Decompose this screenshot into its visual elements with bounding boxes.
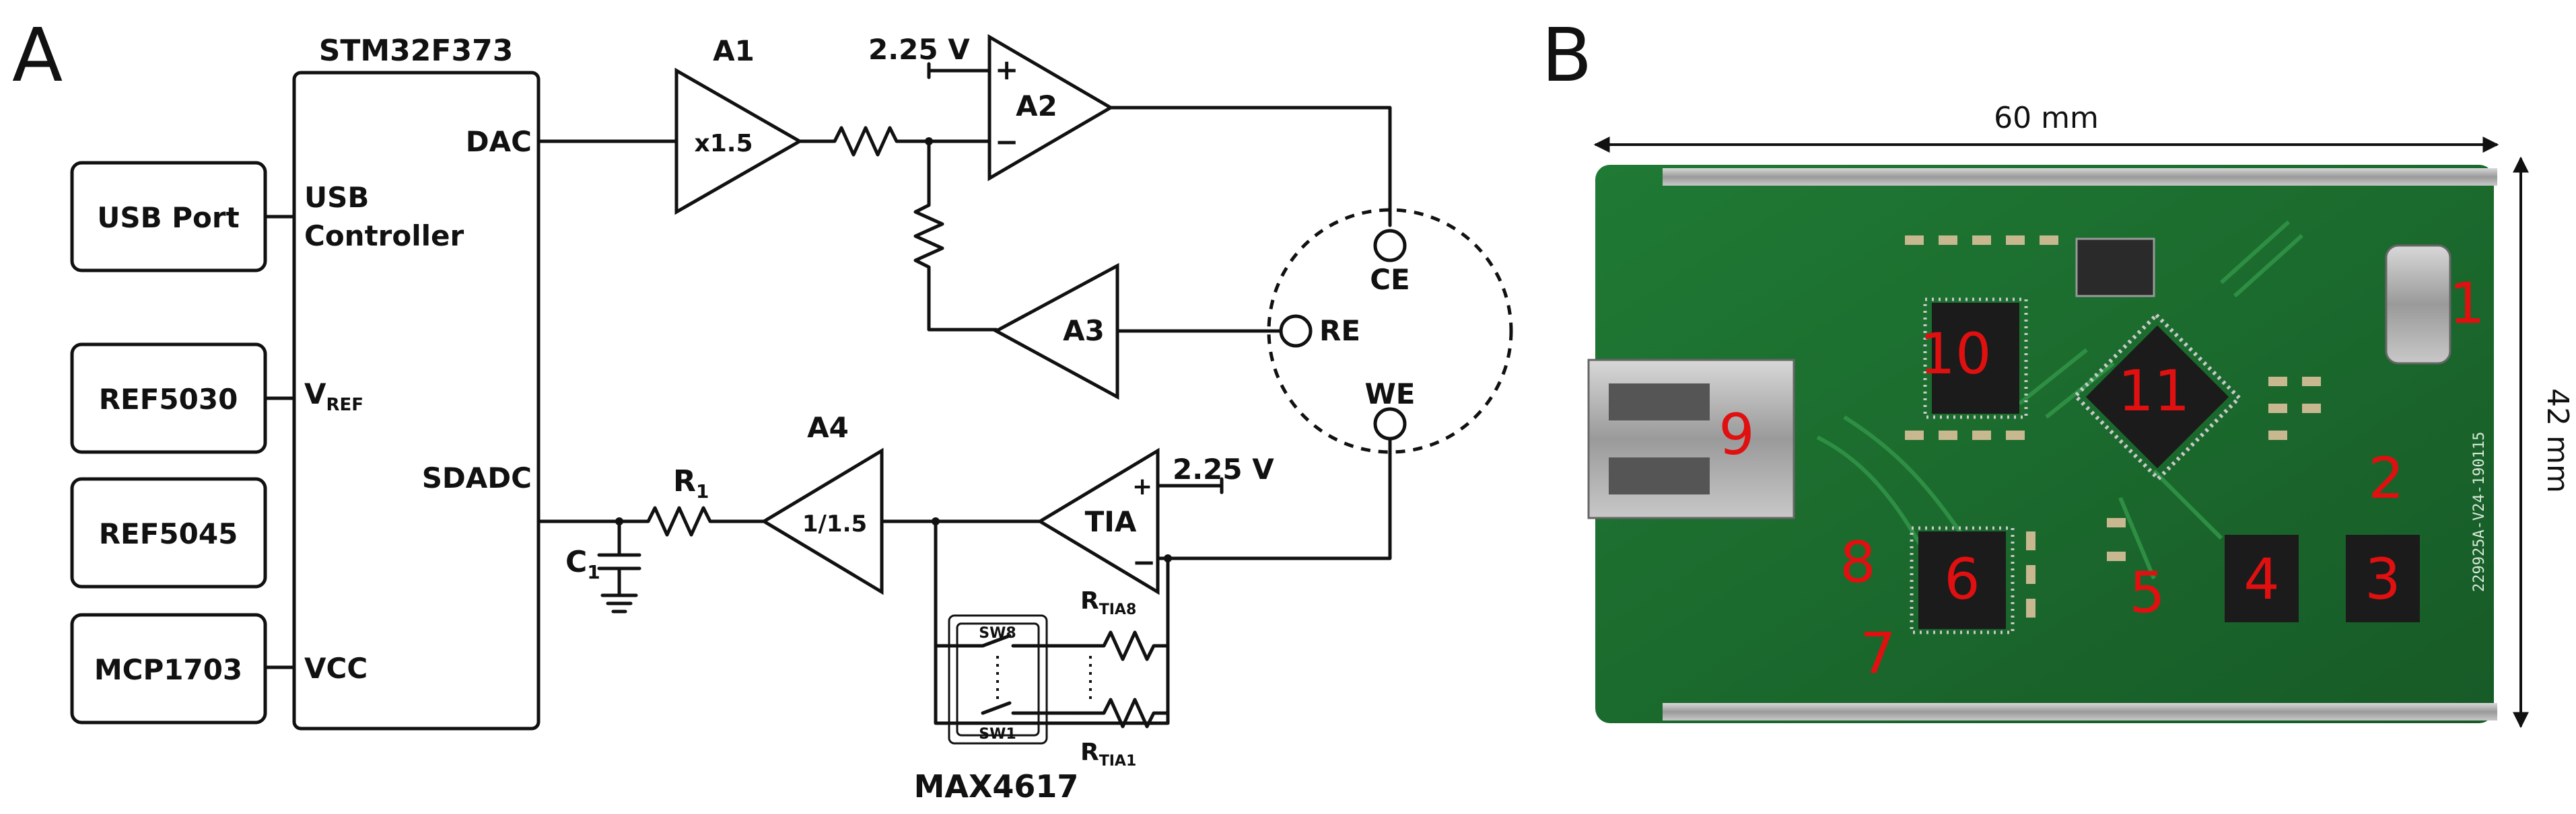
usb-a-slot-top [1609,383,1710,420]
ce-wire [1109,106,1392,227]
chip-6-pins [1910,526,2015,634]
amp-tia-plus: + [1132,473,1152,501]
usb-a-slot-bottom [1609,457,1710,494]
passive-components [1905,235,2321,618]
node-tia-out [932,517,940,525]
marker-3: 3 [2365,546,2400,612]
silkscreen-serial: 229925A-V24-190115 [2471,432,2488,592]
marker-6: 6 [1944,546,1980,612]
rtia1-label: RTIA1 [1080,739,1136,770]
capacitor-c1 [597,519,641,614]
pin-vref: VREF [304,377,363,415]
mcp1703-label: MCP1703 [94,653,242,686]
pin-vcc: VCC [304,652,368,685]
resistor-input-a2 [798,126,991,157]
inductor [2075,237,2155,297]
marker-11: 11 [2118,358,2190,424]
switch-sw1-label: SW1 [979,726,1016,743]
electrode-re [1279,314,1313,348]
chip-3 [2346,535,2420,622]
a2-ref-voltage: 2.25 V [868,33,970,66]
mux-label: MAX4617 [914,768,1079,805]
amp-a1 [674,67,804,215]
panel-b-letter: B [1541,12,1592,98]
electrode-we [1373,407,1407,441]
marker-8: 8 [1840,529,1875,595]
tia-feedback-loop [934,519,1170,725]
marker-7: 7 [1860,620,1895,686]
amp-a4-label: A4 [807,411,849,444]
marker-2: 2 [2368,445,2404,511]
electrode-ce [1373,229,1407,262]
amp-a2-label: A2 [1016,89,1057,122]
pin-usb-line1: USB [304,181,369,214]
electrode-re-label: RE [1319,314,1360,347]
mux-inner-box [956,622,1040,737]
mcu-title: STM32F373 [319,34,514,68]
electrochemical-cell [1267,208,1513,454]
marker-10: 10 [1920,321,1992,387]
electrode-we-label: WE [1364,377,1415,410]
height-label: 42 mm [2540,388,2575,493]
mcu-chip [2073,312,2242,482]
usb-c-connector [2385,244,2451,365]
electrode-ce-label: CE [1370,263,1410,296]
amp-a2-minus: − [995,125,1018,158]
panel-b-photo: B 60 mm 42 mm [1541,12,2575,729]
amp-tia-label: TIA [1085,505,1137,538]
amp-tia-minus: − [1132,546,1156,579]
panel-a-letter: A [12,12,63,98]
amp-a1-gain: x1.5 [695,130,753,157]
node-tia-in [1164,554,1172,562]
tia-ref-voltage: 2.25 V [1173,453,1274,486]
chip-6 [1918,531,2006,629]
switch-continuation-dots [996,656,1092,700]
panel-a-schematic: A STM32F373 DAC USB Controller VREF SDAD… [12,12,1513,805]
mcu-block [292,71,541,731]
amp-a4-gain: 1/1.5 [802,511,867,538]
switch-sw8 [934,634,1079,648]
marker-1: 1 [2449,270,2484,336]
resistor-rtia1 [1075,698,1170,729]
we-wire [1156,437,1392,560]
marker-5: 5 [2129,560,2165,626]
resistor-r1 [536,506,766,537]
c1-label: C1 [565,545,600,583]
top-metal-strip [1663,168,2497,186]
marker-4: 4 [2243,546,2279,612]
resistor-rtia8 [1075,630,1170,661]
r1-label: R1 [673,464,709,503]
chip-10-pins [1923,297,2028,419]
width-label: 60 mm [1994,101,2099,135]
pin-usb-line2: Controller [304,219,464,252]
feedback-resistor [913,139,998,332]
chip-4 [2225,535,2299,622]
marker-9: 9 [1718,402,1754,468]
ref5045-label: REF5045 [99,517,238,550]
usb-port-label: USB Port [97,201,239,234]
amp-a3-label: A3 [1063,314,1105,347]
switch-sw1 [981,701,1079,715]
amp-a2-plus: + [995,53,1018,86]
chip-10 [1932,303,2019,414]
ext-connections [263,215,296,669]
amp-tia [1037,447,1160,595]
pin-dac: DAC [466,125,532,158]
bottom-metal-strip [1663,703,2497,720]
rtia8-label: RTIA8 [1080,587,1136,618]
amp-a2 [987,34,1114,182]
pin-sdadc: SDADC [422,461,532,494]
ref5045-block [70,477,267,589]
amp-a1-label: A1 [713,34,755,67]
ref5030-label: REF5030 [99,383,238,416]
mux-box [948,614,1048,745]
amp-a4 [761,447,884,595]
pcb-traces [1816,220,2304,607]
